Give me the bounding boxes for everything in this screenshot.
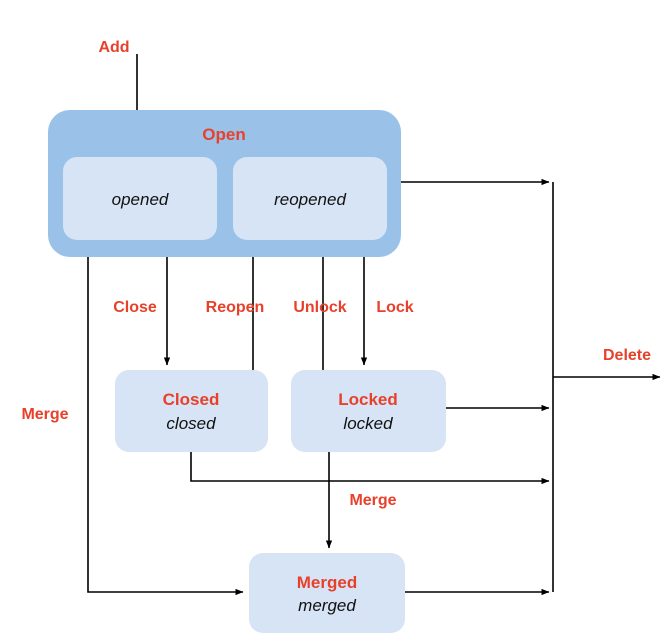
transition-label-close: Close — [113, 299, 157, 316]
transition-label-add: Add — [98, 39, 129, 56]
state-reopened[interactable]: reopened — [233, 157, 387, 240]
edge-delete — [190, 178, 661, 596]
transition-label-reopen: Reopen — [206, 299, 265, 316]
transition-label-unlock: Unlock — [293, 299, 346, 316]
state-locked-value: locked — [343, 414, 393, 433]
transition-label-merge-center: Merge — [349, 492, 396, 509]
state-reopened-value: reopened — [274, 190, 346, 209]
state-opened[interactable]: opened — [63, 157, 217, 240]
state-merged-value: merged — [298, 596, 356, 615]
state-locked[interactable]: Locked locked — [291, 370, 446, 452]
state-closed-value: closed — [166, 414, 216, 433]
edge-merge-left — [87, 257, 244, 596]
state-opened-value: opened — [112, 190, 169, 209]
state-merged[interactable]: Merged merged — [249, 553, 405, 633]
state-locked-title: Locked — [338, 390, 398, 409]
state-closed[interactable]: Closed closed — [115, 370, 268, 452]
transition-label-delete: Delete — [603, 347, 651, 364]
transition-label-merge-left: Merge — [21, 406, 68, 423]
state-merged-title: Merged — [297, 573, 357, 592]
state-group-open-title: Open — [202, 125, 245, 144]
transition-label-lock: Lock — [376, 299, 413, 316]
state-closed-title: Closed — [163, 390, 220, 409]
